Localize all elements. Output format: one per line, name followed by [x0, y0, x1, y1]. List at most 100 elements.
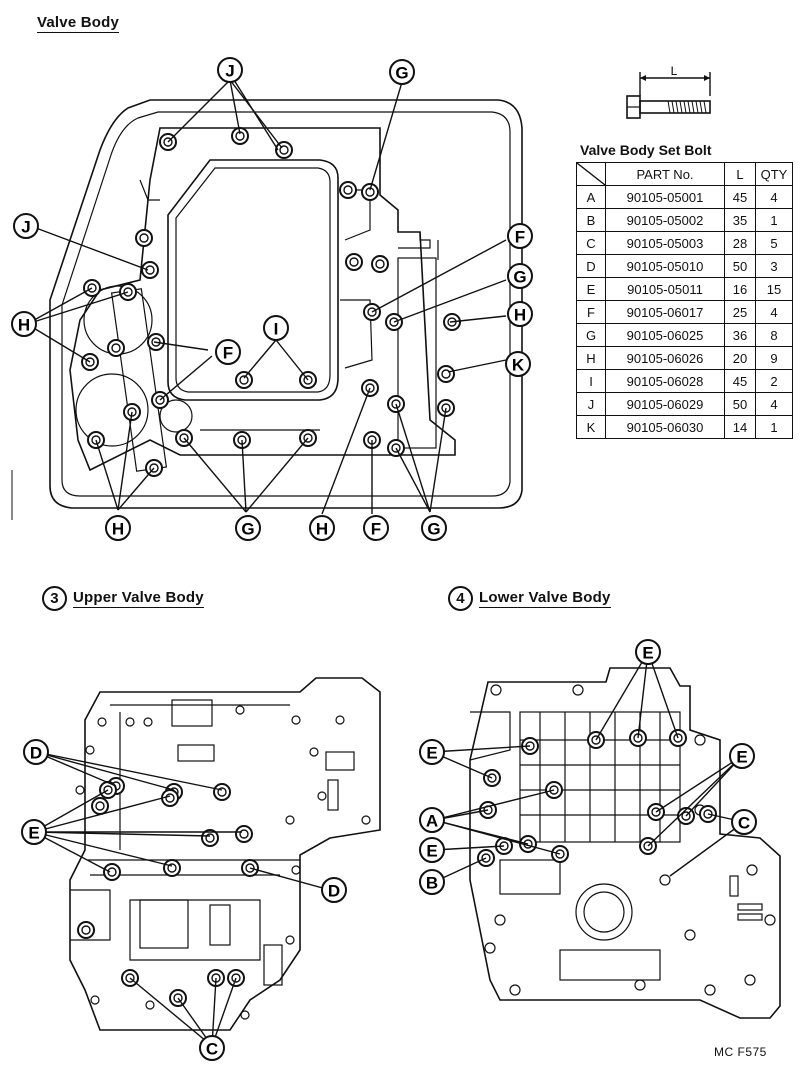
callout-lower-5: E	[419, 837, 445, 863]
callout-letter: K	[512, 356, 525, 375]
callout-letter: H	[514, 306, 526, 325]
bolt-hole	[135, 229, 153, 247]
callout-main-7: F	[215, 339, 241, 365]
valve-body-assembly	[49, 99, 523, 509]
callout-lower-6: B	[419, 869, 445, 895]
callout-lower-4: C	[731, 809, 757, 835]
bolt-holes-main	[81, 127, 461, 477]
callout-lower-0: E	[635, 639, 661, 665]
bolt-hole	[213, 783, 231, 801]
callout-main-9: K	[505, 351, 531, 377]
bolt-hole	[107, 339, 125, 357]
figure-code: MC F575	[714, 1045, 767, 1059]
callout-main-8: I	[263, 315, 289, 341]
bolt-hole	[371, 255, 389, 273]
callout-letter: F	[515, 228, 525, 247]
callout-letter: E	[736, 748, 747, 767]
bolt-holes-upper	[77, 777, 259, 1007]
part-number: 90105-05001	[605, 185, 725, 209]
callout-letter: B	[426, 874, 438, 893]
callout-letter: H	[316, 520, 328, 539]
leader-lines-lower	[431, 651, 745, 883]
callout-main-6: H	[507, 301, 533, 327]
callout-main-0: J	[217, 57, 243, 83]
header-part-no: PART No.	[605, 162, 725, 186]
callout-main-12: H	[309, 515, 335, 541]
bolt-hole	[437, 365, 455, 383]
callout-letter: D	[328, 882, 340, 901]
callout-main-3: F	[507, 223, 533, 249]
bolt-hole	[361, 183, 379, 201]
bolt-hole	[151, 391, 169, 409]
callout-letter: E	[426, 744, 437, 763]
lower-valve-body-label: Lower Valve Body	[479, 589, 611, 608]
callout-letter: C	[738, 814, 750, 833]
bolt-length-icon: L	[626, 66, 711, 119]
callout-upper-3: C	[199, 1035, 225, 1061]
callout-upper-2: D	[321, 877, 347, 903]
lower-valve-body-title: 4 Lower Valve Body	[448, 586, 611, 611]
callout-letter: I	[274, 320, 279, 339]
bolt-length: 28	[724, 231, 756, 255]
table-corner-cell	[576, 162, 606, 186]
bolt-hole	[103, 863, 121, 881]
callout-main-13: F	[363, 515, 389, 541]
bolt-qty: 4	[755, 392, 793, 416]
bolt-qty: 4	[755, 185, 793, 209]
callout-lower-3: A	[419, 807, 445, 833]
bolt-hole	[163, 859, 181, 877]
bolt-hole	[235, 371, 253, 389]
valve-body-title: Valve Body	[37, 14, 120, 33]
step-number-badge: 4	[448, 586, 473, 611]
callout-letter: J	[225, 62, 234, 81]
bolt-qty: 1	[755, 415, 793, 439]
bolt-hole	[551, 845, 569, 863]
callout-letter: G	[241, 520, 254, 539]
callout-letter: G	[513, 268, 526, 287]
callout-letter: J	[21, 218, 30, 237]
callout-main-4: G	[507, 263, 533, 289]
table-header-row: PART No. L QTY	[576, 162, 793, 186]
bolt-code: K	[576, 415, 606, 439]
callout-upper-1: E	[21, 819, 47, 845]
step-number-badge: 3	[42, 586, 67, 611]
callout-main-14: G	[421, 515, 447, 541]
bolt-hole	[201, 829, 219, 847]
leader-lines-main	[26, 79, 507, 515]
callout-letter: E	[642, 644, 653, 663]
callout-letter: E	[426, 842, 437, 861]
callout-lower-2: E	[729, 743, 755, 769]
upper-valve-body-title: 3 Upper Valve Body	[42, 586, 204, 611]
callout-upper-0: D	[23, 739, 49, 765]
callout-letter: F	[371, 520, 381, 539]
bolt-hole	[91, 797, 109, 815]
upper-valve-body	[69, 677, 381, 1031]
bolt-length: 45	[724, 369, 756, 393]
callout-lower-1: E	[419, 739, 445, 765]
callout-main-11: G	[235, 515, 261, 541]
bolt-hole	[141, 261, 159, 279]
bolt-hole	[345, 253, 363, 271]
bolt-code: H	[576, 346, 606, 370]
callout-main-2: J	[13, 213, 39, 239]
upper-valve-body-label: Upper Valve Body	[73, 589, 204, 608]
bolt-qty: 4	[755, 300, 793, 324]
part-number: 90105-06030	[605, 415, 725, 439]
bolt-hole	[339, 181, 357, 199]
lower-valve-body	[469, 667, 781, 1019]
callout-letter: H	[18, 316, 30, 335]
callout-letter: F	[223, 344, 233, 363]
part-number: 90105-05003	[605, 231, 725, 255]
leader-lines-upper	[33, 751, 331, 1047]
header-length: L	[724, 162, 756, 186]
part-number: 90105-06028	[605, 369, 725, 393]
part-number: 90105-06026	[605, 346, 725, 370]
